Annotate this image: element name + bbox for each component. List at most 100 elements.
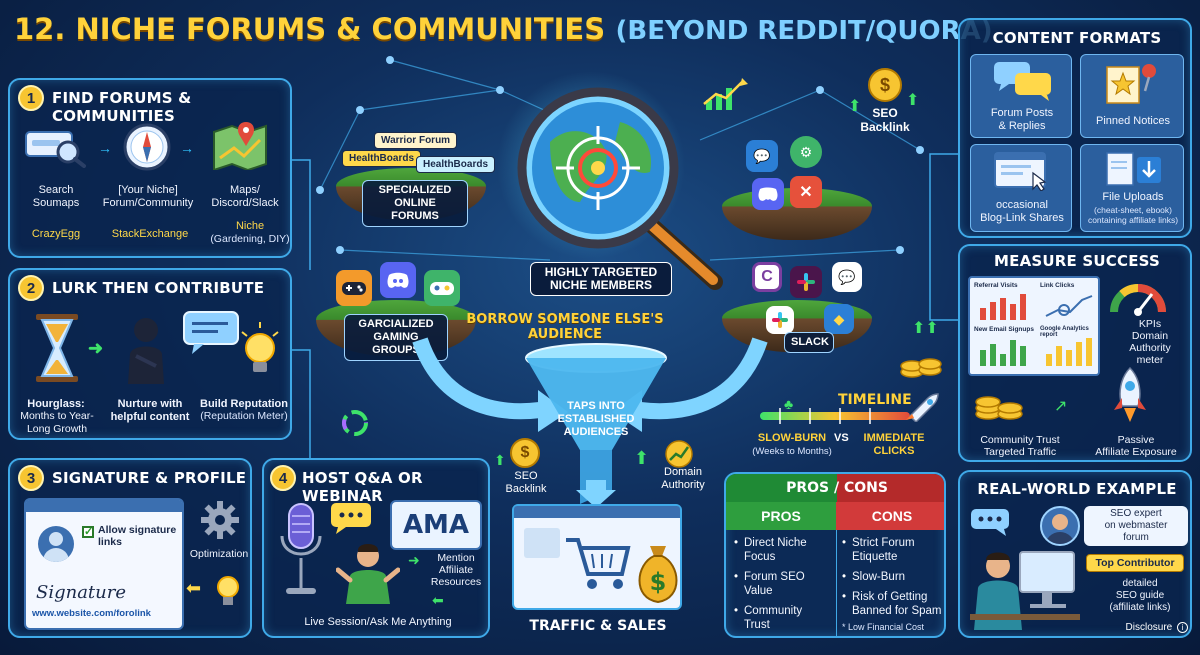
label-reputation-meter: (Reputation Meter) — [200, 410, 288, 422]
dash-bar-chart — [1042, 336, 1098, 366]
chat-bubble-icon — [330, 502, 372, 534]
label-expert-bubble: SEO expert on webmaster forum — [1084, 506, 1188, 546]
label-search: Search Soumaps — [32, 184, 80, 209]
label-maps: Maps/ Discord/Slack — [211, 184, 279, 209]
panel-content-formats: CONTENT FORMATS Forum Posts & Replies Pi… — [958, 18, 1192, 238]
dash-bar-chart — [976, 336, 1032, 366]
presenter-avatar — [335, 540, 401, 604]
card-pinned-notices: Pinned Notices — [1080, 54, 1184, 138]
panel-signature: 3 SIGNATURE & PROFILE ✓ Allow signature … — [8, 458, 252, 638]
card-blog-links: occasional Blog-Link Shares — [970, 144, 1072, 232]
label-seo-backlink-left: SEO Backlink — [505, 470, 547, 495]
pin-icon — [1103, 61, 1163, 105]
dash-link-chart — [1044, 292, 1094, 320]
expert-avatar — [1040, 506, 1080, 546]
step-number-badge: 1 — [18, 85, 44, 111]
label-community-trust: Community Trust Targeted Traffic — [980, 434, 1060, 458]
hourglass-icon — [34, 312, 80, 384]
tag-niche: Niche — [235, 220, 265, 232]
arrow-up-icon: ⬆⬆ — [912, 320, 939, 337]
label-kpis: KPIs Domain Authority meter — [1129, 318, 1171, 366]
panel-real-world: REAL-WORLD EXAMPLE SEO expert on webmast… — [958, 470, 1192, 638]
dash-email-signups: New Email Signups — [974, 326, 1034, 333]
label-nurture: Nurture with helpful content — [110, 398, 190, 423]
coin-stack-icon — [972, 386, 1028, 420]
dash-ga-report: Google Analytics report — [1040, 326, 1089, 338]
panel-title: FIND FORUMS & COMMUNITIES — [52, 89, 192, 125]
top-contributor-badge: Top Contributor — [1086, 554, 1184, 572]
label-niche-forum: [Your Niche] Forum/Community — [102, 184, 194, 209]
chat-bubble-icon — [970, 508, 1010, 536]
card-file-uploads: File Uploads (cheat-sheet, ebook) contai… — [1080, 144, 1184, 232]
gear-icon — [200, 500, 240, 540]
compass-icon — [122, 122, 172, 172]
panel-pros-cons: PROS / CONS PROS CONS Direct Niche Focus… — [724, 472, 946, 638]
chat-bubble-icon — [993, 61, 1053, 101]
pros-item: Community Trust — [734, 604, 834, 632]
arrow-right-icon: ➜ — [88, 338, 104, 358]
signature-link[interactable]: www.website.com/forolink — [32, 608, 151, 619]
label-traffic-sales: TRAFFIC & SALES — [529, 618, 667, 634]
map-icon — [210, 118, 270, 172]
label-optimization: Optimization — [189, 548, 249, 560]
controller-icon — [424, 270, 460, 306]
pros-list: Direct Niche Focus Forum SEO Value Commu… — [734, 536, 834, 636]
label-slow-burn: SLOW-BURN — [757, 432, 827, 444]
card-forum-posts: Forum Posts & Replies — [970, 54, 1072, 138]
coin-stack-icon — [898, 346, 944, 380]
label-hourglass: Hourglass: — [27, 398, 85, 410]
connector-lines — [292, 159, 311, 460]
pros-cons-title: PROS / CONS — [726, 474, 944, 502]
step-number-badge: 3 — [18, 465, 44, 491]
arrow-left-icon: ⬅ — [186, 578, 202, 598]
chat-app-icon: 💬 — [832, 262, 862, 292]
title-main: 12. NICHE FORUMS & COMMUNITIES — [14, 12, 606, 46]
sprout-icon: ♣ — [784, 396, 794, 412]
arrow-up-icon: ⬆ — [494, 452, 506, 468]
globe-target-icon — [510, 82, 730, 292]
label-pinned-notices: Pinned Notices — [1096, 115, 1170, 127]
slack-icon — [790, 266, 822, 298]
signature-text: Signature — [36, 582, 127, 603]
checkbox-label: Allow signature links — [98, 524, 177, 548]
app-icon-red: ✕ — [790, 176, 822, 208]
label-passive-exposure: Passive Affiliate Exposure — [1095, 434, 1177, 458]
step-number-badge: 4 — [270, 465, 296, 491]
avatar — [38, 526, 74, 562]
title-sub: (BEYOND REDDIT/QUORA) — [615, 16, 993, 46]
lurker-icon — [116, 314, 176, 384]
label-gaming-groups: GARCIALIZED GAMING GROUPS — [344, 314, 448, 361]
arrow-right-icon: → — [98, 140, 112, 156]
pros-cons-note: * Low Financial Cost — [842, 622, 925, 632]
dash-bar-chart — [976, 292, 1032, 320]
label-seo-backlink-top: SEO Backlink — [860, 106, 910, 134]
svg-text:$: $ — [650, 568, 667, 596]
app-icon-blue: ◆ — [824, 304, 854, 334]
allow-signature-checkbox[interactable]: ✓ — [82, 526, 94, 538]
disclosure-text: Disclosure — [1125, 622, 1173, 633]
info-icon: i — [1177, 622, 1188, 633]
arrow-right-icon: ➜ — [408, 552, 420, 568]
profile-window: ✓ Allow signature links Signature www.we… — [24, 498, 184, 630]
gauge-icon — [1108, 280, 1168, 316]
panel-title: REAL-WORLD EXAMPLE — [977, 480, 1177, 498]
search-icon — [24, 128, 90, 168]
disclosure-label[interactable]: Disclosure i — [1110, 622, 1188, 633]
label-vs: VS — [834, 432, 849, 444]
label-borrow-audience: BORROW SOMEONE ELSE'S AUDIENCE — [466, 312, 664, 342]
page-title: 12. NICHE FORUMS & COMMUNITIES (BEYOND R… — [14, 12, 993, 56]
arrow-up-right-icon: ↗ — [1054, 398, 1068, 415]
panel-title: HOST Q&A OR WEBINAR — [302, 469, 423, 505]
panel-title: CONTENT FORMATS — [992, 29, 1162, 47]
chat-app-icon: 💬 — [746, 140, 778, 172]
person-at-desk-icon — [970, 538, 1080, 630]
money-bag-icon: $ — [630, 540, 686, 604]
panel-title: LURK THEN CONTRIBUTE — [52, 279, 265, 297]
step-number-badge: 2 — [18, 275, 44, 301]
label-live-session: Live Session/Ask Me Anything — [304, 616, 452, 628]
label-mention: Mention Affiliate Resources — [430, 552, 482, 588]
tag-healthboards-2: HealthBoards — [416, 156, 496, 173]
panel-measure-success: MEASURE SUCCESS Referral Visits Link Cli… — [958, 244, 1192, 462]
arrow-up-icon: ⬆ — [634, 448, 650, 468]
lightbulb-icon — [214, 574, 242, 610]
